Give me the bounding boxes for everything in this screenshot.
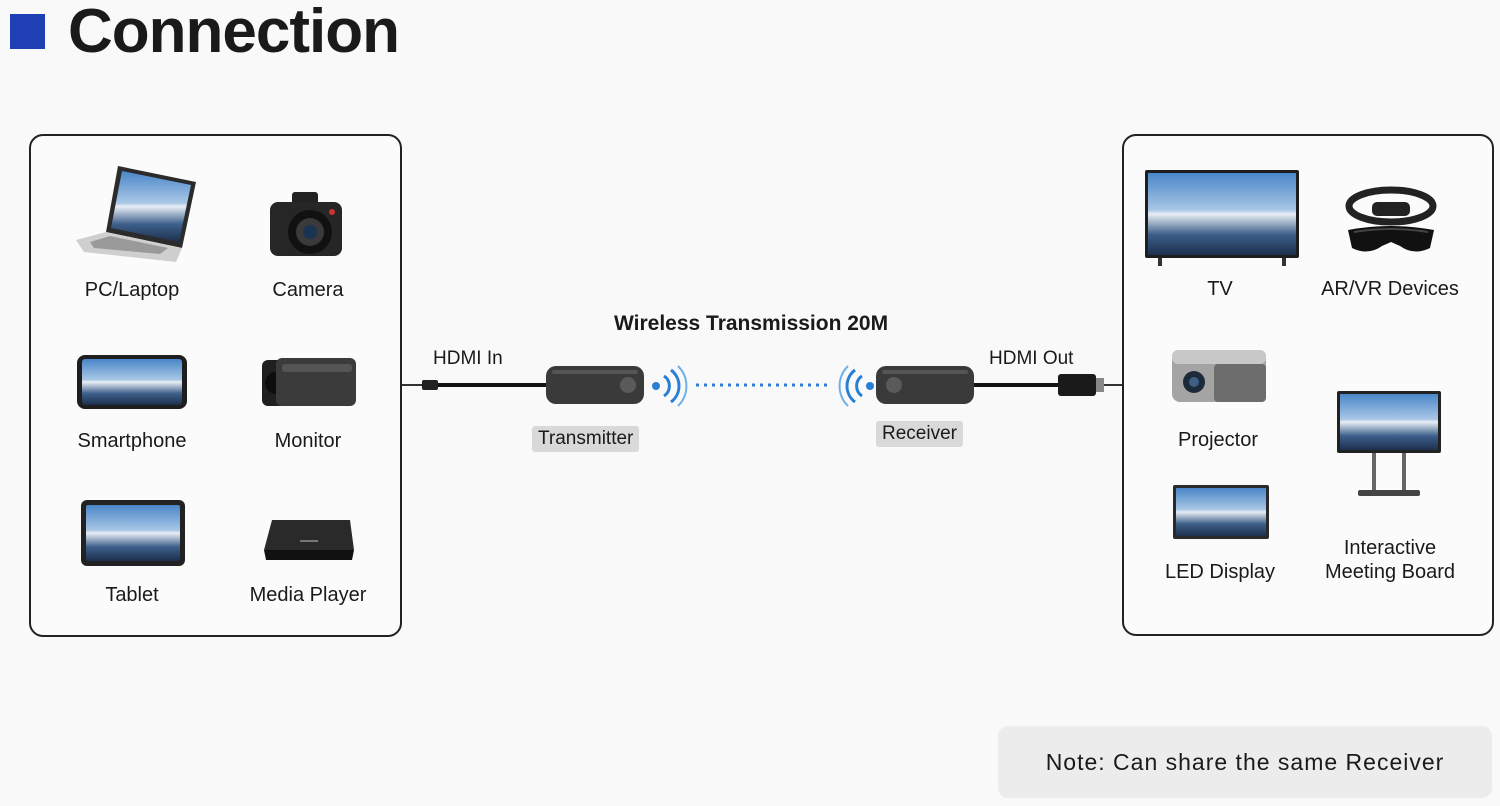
source-label-media-player: Media Player bbox=[249, 584, 367, 606]
hdmi-out-label: HDMI Out bbox=[989, 348, 1074, 369]
monitor-camera-icon bbox=[262, 358, 356, 406]
display-label-projector: Projector bbox=[1177, 429, 1259, 451]
receiver-signal-icon bbox=[838, 365, 874, 407]
source-label-tablet: Tablet bbox=[105, 584, 159, 606]
smartphone-icon bbox=[77, 355, 187, 409]
display-label-board-line1: Interactive bbox=[1343, 537, 1437, 559]
transmitter-label: Transmitter bbox=[532, 426, 640, 452]
source-label-camera: Camera bbox=[272, 279, 344, 301]
camera-icon bbox=[270, 192, 342, 256]
display-label-tv: TV bbox=[1207, 278, 1233, 300]
tablet-icon bbox=[81, 500, 185, 566]
title-marker bbox=[10, 14, 45, 49]
led-display-icon bbox=[1173, 485, 1269, 539]
media-player-icon bbox=[264, 520, 354, 560]
hdmi-in-label: HDMI In bbox=[433, 348, 503, 369]
wireless-link-dots bbox=[696, 383, 830, 387]
note-box: Note: Can share the same Receiver bbox=[998, 726, 1492, 798]
source-label-laptop: PC/Laptop bbox=[84, 279, 180, 301]
source-label-smartphone: Smartphone bbox=[77, 430, 187, 452]
display-label-vr: AR/VR Devices bbox=[1321, 278, 1459, 300]
receiver-label: Receiver bbox=[876, 421, 963, 447]
vr-headset-icon bbox=[1345, 186, 1437, 252]
meeting-board-icon bbox=[1337, 391, 1441, 496]
note-text: Note: Can share the same Receiver bbox=[1045, 748, 1445, 775]
page-title: Connection bbox=[68, 0, 400, 66]
display-label-board-line2: Meeting Board bbox=[1324, 561, 1456, 583]
link-title: Wireless Transmission 20M bbox=[614, 312, 889, 335]
tv-icon bbox=[1145, 170, 1299, 266]
laptop-icon bbox=[76, 166, 196, 262]
transmitter-signal-icon bbox=[652, 365, 688, 407]
display-label-led: LED Display bbox=[1164, 561, 1276, 583]
projector-icon bbox=[1172, 350, 1266, 402]
source-label-monitor: Monitor bbox=[274, 430, 342, 452]
receiver-device bbox=[876, 366, 1122, 404]
transmitter-device bbox=[402, 366, 644, 404]
